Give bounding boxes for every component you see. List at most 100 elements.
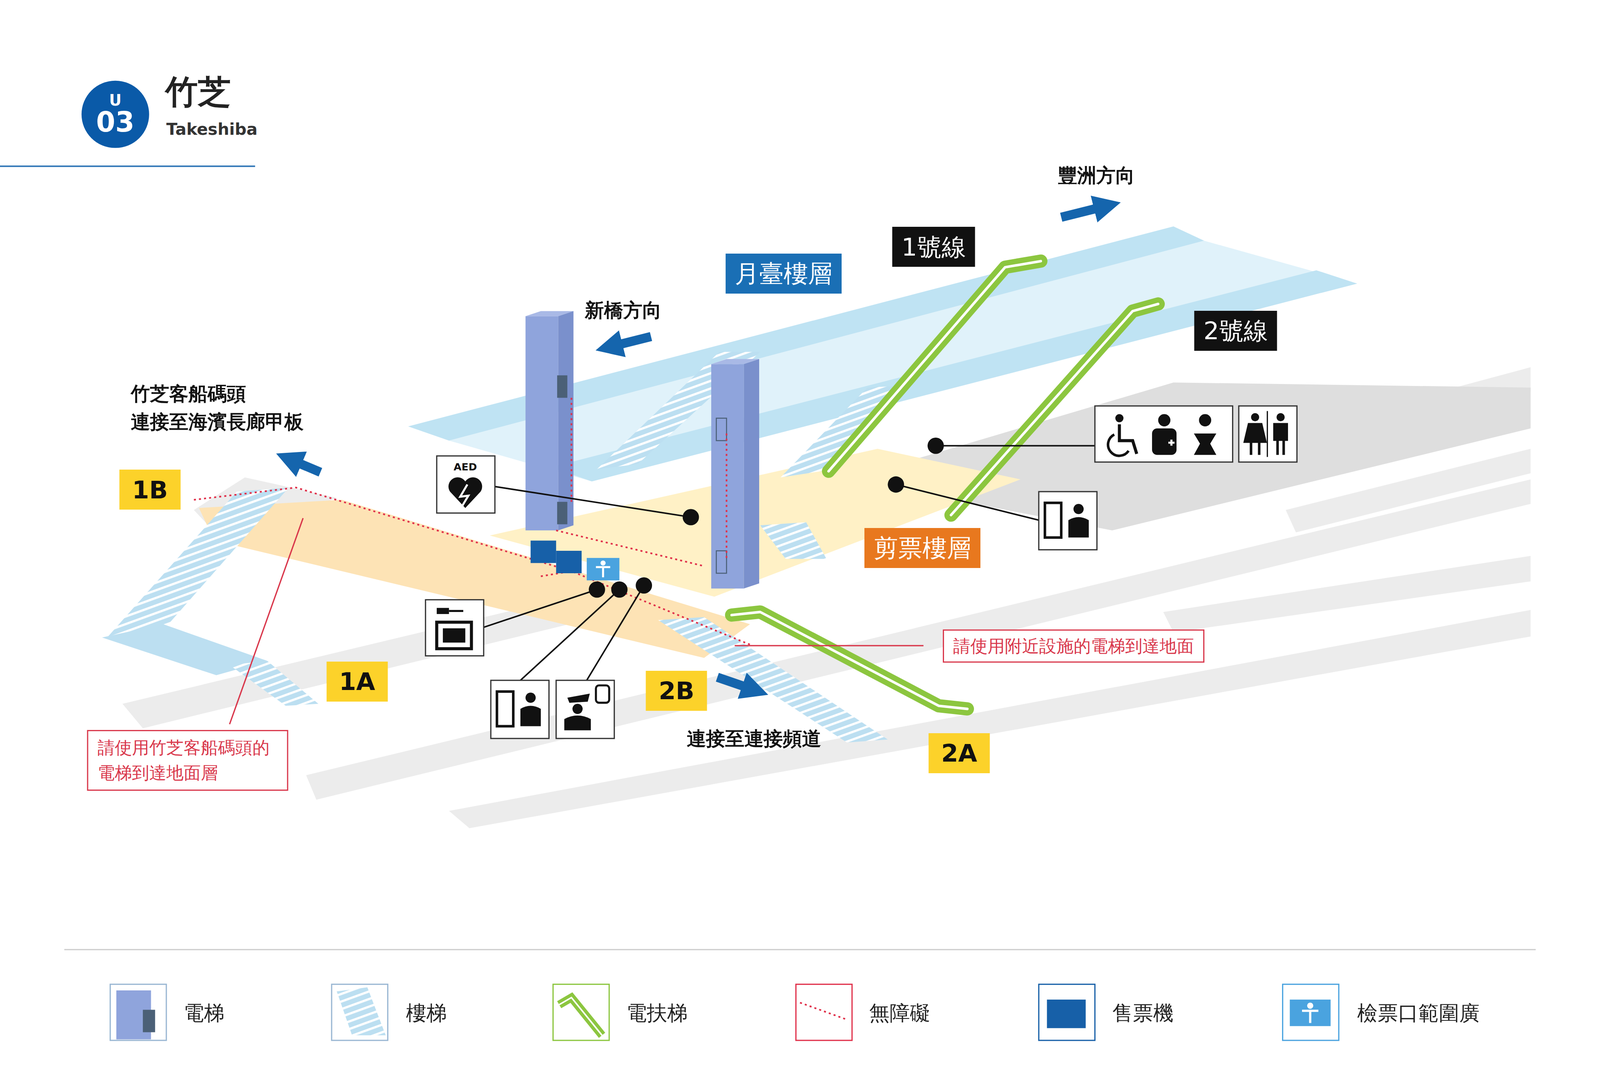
streets (306, 479, 1531, 800)
legend-text: 無障礙 (869, 1000, 931, 1026)
facility-icons (496, 691, 514, 727)
floor-tag: 剪票樓層 (864, 528, 981, 568)
legend-swatches (331, 984, 388, 1041)
streets (122, 367, 1531, 829)
facility-icons (425, 599, 484, 656)
node-text: 剪票樓層 (873, 532, 972, 564)
escalators (731, 612, 968, 709)
facility-icons (520, 706, 541, 727)
legend-swatches (336, 987, 386, 1036)
facility-dots (588, 581, 606, 598)
legend-swatches (1046, 999, 1086, 1028)
ticket-machines (600, 560, 606, 566)
leader-lines (586, 585, 644, 681)
exit-tag: 1A (326, 661, 388, 702)
legend-swatches (1282, 984, 1339, 1041)
callout-leaders (734, 644, 924, 646)
facility-icons (448, 477, 482, 508)
facility-icons (1152, 428, 1177, 455)
facility-dots (927, 437, 944, 454)
facility-icons (1194, 433, 1217, 456)
facility-icons (1276, 413, 1285, 422)
legend-swatches (142, 1009, 156, 1032)
streets (448, 610, 1531, 829)
map-label: 豐洲方向 (1058, 163, 1135, 188)
facility-icons (442, 628, 466, 643)
facility-icons (1108, 434, 1129, 456)
facility-icons (460, 484, 469, 506)
direction-arrows (1061, 207, 1102, 218)
facility-icons (556, 680, 614, 739)
elevators (525, 311, 760, 589)
facility-icons (1068, 517, 1089, 538)
stairs (102, 352, 904, 743)
callout-leaders (229, 518, 924, 724)
elevators (716, 550, 727, 574)
facility-icons (490, 680, 549, 739)
stairs (658, 617, 888, 743)
legend-swatches (559, 997, 602, 1036)
elevators (744, 359, 760, 589)
accessible-route (570, 397, 573, 505)
facility-icons (596, 685, 610, 703)
facility-dots (682, 508, 700, 526)
map-label: Takeshiba (166, 119, 258, 140)
legend-text: 檢票口範圍廣 (1357, 1000, 1480, 1026)
node-text: 03 (96, 108, 135, 136)
legend-swatches (559, 997, 602, 1036)
exit-tag: 2B (646, 670, 708, 711)
facility-icons (1198, 414, 1212, 427)
elevators (557, 502, 568, 525)
platform-floor (448, 240, 1357, 482)
callout-box: 請使用附近設施的電梯到達地面 (942, 629, 1205, 663)
facility-icons (436, 608, 450, 614)
node-text: U (109, 92, 122, 108)
elevators (716, 418, 727, 441)
node-text: 2A (941, 737, 978, 770)
facility-icons (1168, 439, 1175, 446)
legend-text: 電梯 (183, 1000, 225, 1026)
legend-swatches (1307, 1002, 1314, 1009)
node-text: 請使用附近設施的電梯到達地面 (953, 634, 1194, 658)
facility-icons (1094, 406, 1233, 462)
line-tag: 2號線 (1194, 310, 1278, 351)
facility-icons (1158, 414, 1171, 427)
leader-lines (896, 484, 1039, 520)
ticket-machines (556, 550, 582, 574)
ticket-machines (530, 540, 620, 580)
legend-text: 售票機 (1112, 1000, 1174, 1026)
stairs (760, 522, 827, 560)
exit-tag: 2A (928, 733, 990, 774)
callout-box: 請使用竹芝客船碼頭的電梯到達地面層 (87, 729, 289, 791)
node-text: 2B (658, 674, 695, 707)
map-label: 新橋方向 (584, 298, 662, 323)
legend-swatches (110, 984, 167, 1041)
floor-tag: 月臺樓層 (725, 253, 842, 294)
direction-arrows (294, 207, 1102, 689)
elevators (525, 316, 559, 530)
facility-dots (635, 577, 652, 594)
facility-icons (448, 610, 464, 612)
map-label: 連接至連接頻道 (686, 726, 822, 751)
leader-lines (494, 486, 691, 517)
leader-lines (520, 589, 620, 681)
facility-icons (1073, 504, 1084, 514)
facility-icons (425, 406, 1298, 739)
map-label: 竹芝客船碼頭 連接至海濱長廊甲板 (130, 379, 317, 436)
node-text: 請使用竹芝客船碼頭的電梯到達地面層 (97, 735, 278, 786)
facility-dots (611, 581, 628, 598)
ticket-machines (596, 567, 611, 578)
direction-arrows (614, 336, 652, 346)
stairs (229, 660, 319, 706)
callout-leaders (229, 518, 304, 724)
facility-icons (525, 692, 536, 703)
legend-swatches (1289, 999, 1331, 1026)
legend-swatches (1302, 1010, 1319, 1024)
title-rule (0, 165, 256, 167)
exit-tag: 1B (119, 469, 181, 510)
accessible-route (725, 433, 728, 562)
facility-icons (572, 703, 583, 714)
node-text: 1號線 (901, 231, 966, 264)
facility-icons (1115, 414, 1124, 422)
